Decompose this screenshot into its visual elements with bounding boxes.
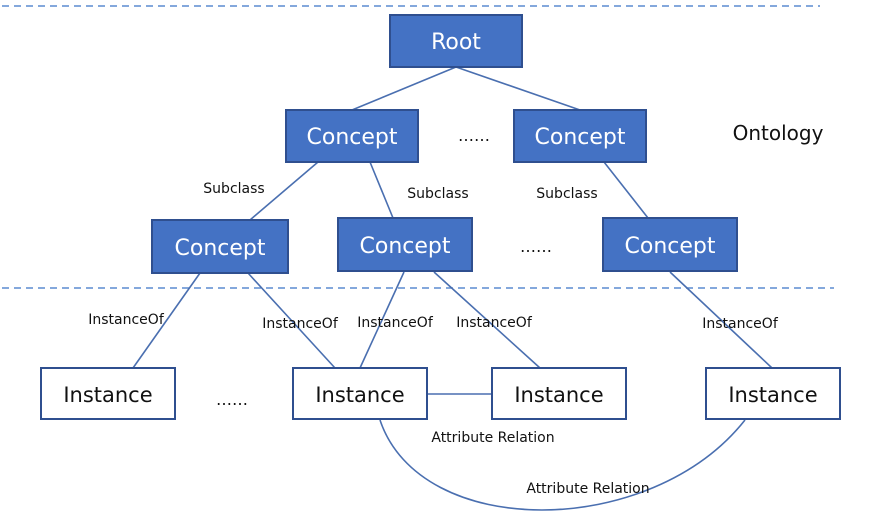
edge-attribute-instance-2-4	[379, 419, 746, 511]
ellipsis: ……	[216, 390, 248, 409]
instanceof-label: InstanceOf	[456, 315, 533, 331]
edge-concept-b-concept-e	[603, 161, 649, 219]
concept-node: Concept	[513, 109, 647, 163]
concept-node: Concept	[337, 217, 473, 272]
edge-root-concept-b	[455, 66, 581, 111]
instance-node: Instance	[705, 367, 841, 420]
edges	[132, 66, 773, 511]
concept-label: Concept	[625, 234, 716, 259]
instance-label: Instance	[514, 383, 603, 407]
edge-concept-d-instance-3	[433, 271, 541, 369]
instanceof-label: InstanceOf	[357, 315, 434, 331]
instance-node: Instance	[491, 367, 627, 420]
instanceof-label: InstanceOf	[702, 316, 779, 332]
instance-label: Instance	[315, 383, 404, 407]
concept-node: Concept	[285, 109, 419, 163]
instance-node: Instance	[292, 367, 428, 420]
instanceof-label: InstanceOf	[262, 316, 339, 332]
concept-label: Concept	[360, 234, 451, 259]
concept-label: Concept	[175, 236, 266, 261]
attribute-relation-label: Attribute Relation	[431, 430, 554, 446]
edge-concept-a-concept-c	[249, 161, 319, 221]
concept-label: Concept	[535, 125, 626, 150]
concept-node: Concept	[151, 219, 289, 274]
ontology-label: Ontology	[733, 121, 824, 145]
root-node: Root	[389, 14, 523, 68]
ellipsis: ……	[458, 126, 490, 145]
subclass-label: Subclass	[407, 186, 468, 202]
edge-concept-c-instance-2	[247, 272, 336, 369]
edge-concept-e-instance-4	[669, 271, 773, 369]
ellipsis: ……	[520, 237, 552, 256]
root-label: Root	[431, 30, 481, 55]
edge-root-concept-a	[351, 66, 457, 111]
instance-node: Instance	[40, 367, 176, 420]
edge-concept-d-instance-2	[359, 271, 405, 369]
subclass-label: Subclass	[203, 181, 264, 197]
instance-label: Instance	[63, 383, 152, 407]
edge-concept-a-concept-d	[369, 161, 394, 219]
attribute-relation-label: Attribute Relation	[526, 481, 649, 497]
instance-label: Instance	[728, 383, 817, 407]
instanceof-label: InstanceOf	[88, 312, 165, 328]
concept-node: Concept	[602, 217, 738, 272]
edge-concept-c-instance-1	[132, 272, 201, 369]
subclass-label: Subclass	[536, 186, 597, 202]
concept-label: Concept	[307, 125, 398, 150]
